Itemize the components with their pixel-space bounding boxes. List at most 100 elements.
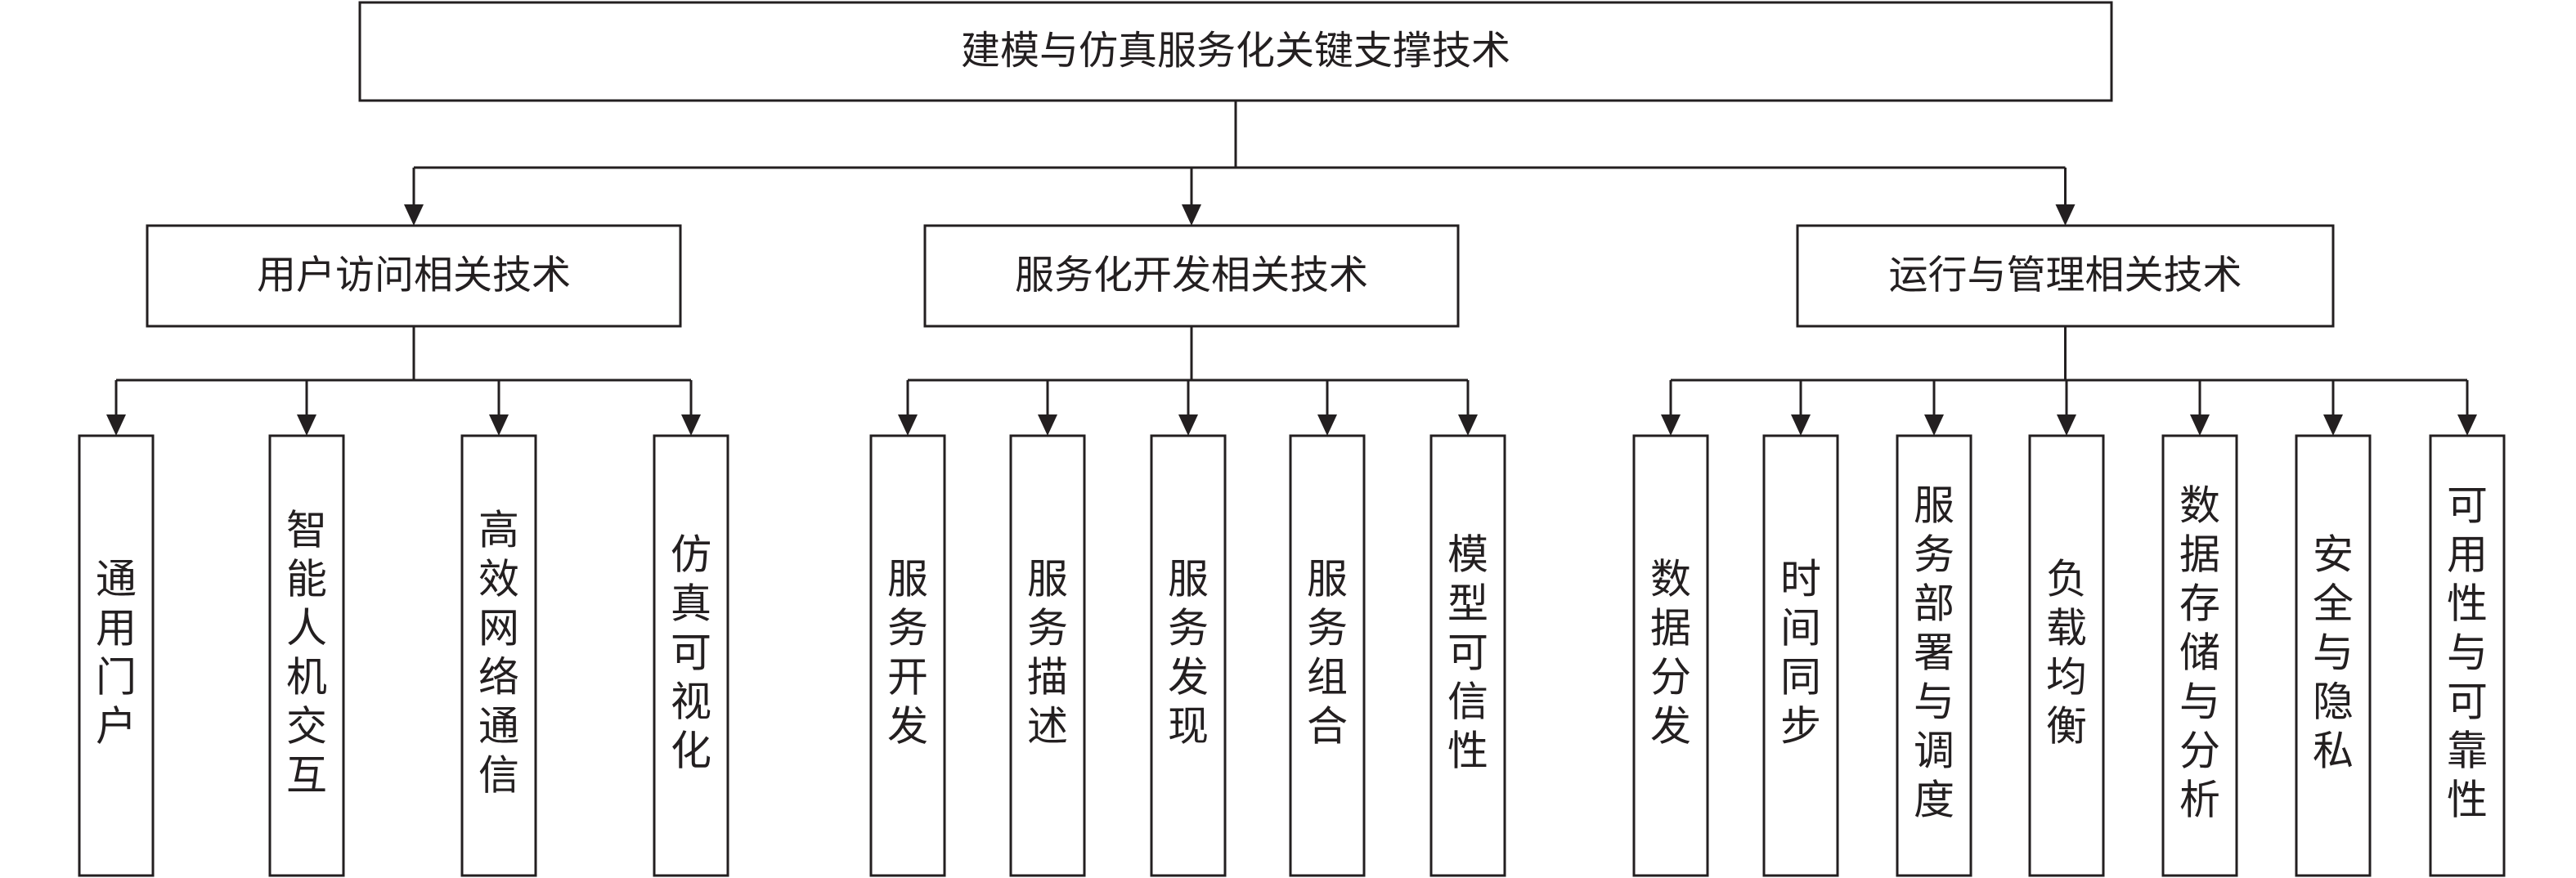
category-label: 运行与管理相关技术: [1888, 253, 2242, 298]
item-arrow-2-1: [1791, 414, 1811, 436]
item-arrow-0-1: [297, 414, 316, 436]
item-label-char: 务: [1307, 605, 1348, 652]
item-label-char: 务: [1168, 605, 1209, 652]
item-arrow-0-2: [489, 414, 509, 436]
item-label-char: 门: [96, 654, 137, 701]
item-label-char: 据: [1650, 605, 1691, 652]
category-node-1: 服务化开发相关技术: [923, 224, 1460, 328]
item-node-2-6: 可用性与可靠性: [2429, 434, 2506, 877]
item-label-char: 信: [478, 752, 519, 800]
item-box: [1632, 434, 1709, 877]
item-label-char: 务: [1027, 605, 1068, 652]
item-box: [869, 434, 946, 877]
item-node-2-4: 数据存储与分析: [2161, 434, 2238, 877]
item-label-char: 务: [1914, 531, 1954, 579]
connectors: [106, 101, 2477, 436]
item-label-char: 同: [1780, 654, 1821, 701]
item-label-char: 分: [1650, 654, 1691, 701]
item-label: 数据分发: [1650, 556, 1691, 750]
item-label-char: 通: [478, 703, 519, 750]
item-label-char: 描: [1027, 654, 1068, 701]
item-label-char: 务: [887, 605, 928, 652]
item-label-char: 度: [1914, 777, 1954, 824]
item-arrow-0-0: [106, 414, 126, 436]
item-label-char: 发: [1650, 703, 1691, 750]
item-label-char: 间: [1780, 605, 1821, 652]
item-label-char: 全: [2313, 580, 2354, 628]
item-label-char: 户: [96, 703, 137, 750]
item-label-char: 性: [1447, 728, 1488, 775]
item-label-char: 效: [478, 556, 519, 603]
item-label-char: 高: [478, 507, 519, 554]
root-node: 建模与仿真服务化关键支撑技术: [358, 1, 2113, 102]
item-label-char: 时: [1780, 556, 1821, 603]
item-label: 智能人机交互: [286, 507, 327, 800]
item-node-1-0: 服务开发: [869, 434, 946, 877]
item-label-char: 通: [96, 556, 137, 603]
category-node-2: 运行与管理相关技术: [1796, 224, 2335, 328]
item-label-char: 发: [1168, 654, 1209, 701]
root-box: [358, 1, 2113, 102]
item-label-char: 与: [1914, 679, 1954, 726]
item-label-char: 部: [1914, 580, 1954, 628]
item-arrow-1-4: [1458, 414, 1478, 436]
item-label-char: 性: [2447, 777, 2488, 824]
item-label-char: 据: [2179, 531, 2220, 579]
item-arrow-1-0: [898, 414, 918, 436]
root-label: 建模与仿真服务化关键支撑技术: [961, 28, 1510, 74]
item-label-char: 智: [286, 507, 327, 554]
item-label-char: 开: [887, 654, 928, 701]
item-label-char: 性: [2447, 580, 2488, 628]
item-label: 可用性与可靠性: [2447, 482, 2488, 824]
item-label-char: 络: [478, 654, 519, 701]
item-label-char: 现: [1168, 703, 1209, 750]
item-label: 通用门户: [96, 556, 137, 750]
item-label-char: 储: [2179, 629, 2220, 677]
category-label: 服务化开发相关技术: [1015, 253, 1368, 298]
item-label-char: 衡: [2046, 703, 2087, 750]
item-node-2-3: 负载均衡: [2028, 434, 2105, 877]
item-label-char: 可: [2447, 679, 2488, 726]
item-label-char: 靠: [2447, 728, 2488, 775]
item-label-char: 服: [1168, 556, 1209, 603]
item-box: [2161, 434, 2238, 877]
item-label-char: 模: [1447, 531, 1488, 579]
item-label-char: 可: [671, 629, 711, 677]
item-arrow-2-2: [1924, 414, 1944, 436]
nodes: 建模与仿真服务化关键支撑技术用户访问相关技术通用门户智能人机交互高效网络通信仿真…: [78, 1, 2506, 877]
item-label-char: 用: [2447, 531, 2488, 579]
category-arrow-1: [1182, 204, 1201, 226]
item-box: [1009, 434, 1086, 877]
item-label-char: 与: [2179, 679, 2220, 726]
item-box: [1896, 434, 1972, 877]
item-arrow-1-2: [1178, 414, 1198, 436]
item-label-char: 分: [2179, 728, 2220, 775]
item-arrow-2-6: [2457, 414, 2477, 436]
item-label-char: 隐: [2313, 679, 2354, 726]
item-node-1-3: 服务组合: [1289, 434, 1366, 877]
item-label-char: 网: [478, 605, 519, 652]
item-label-char: 型: [1447, 580, 1488, 628]
item-label-char: 仿: [671, 531, 711, 579]
item-arrow-2-4: [2190, 414, 2210, 436]
item-label: 服务组合: [1307, 556, 1348, 750]
item-label-char: 可: [1447, 629, 1488, 677]
item-label-char: 可: [2447, 482, 2488, 530]
item-label-char: 析: [2179, 777, 2220, 824]
item-label-char: 调: [1914, 728, 1954, 775]
item-box: [1762, 434, 1839, 877]
item-node-2-1: 时间同步: [1762, 434, 1839, 877]
item-label: 模型可信性: [1447, 531, 1488, 775]
item-label-char: 视: [671, 679, 711, 726]
item-label-char: 化: [671, 728, 711, 775]
item-label-char: 服: [1307, 556, 1348, 603]
item-arrow-1-3: [1317, 414, 1337, 436]
item-node-2-2: 服务部署与调度: [1896, 434, 1972, 877]
item-label-char: 真: [671, 580, 711, 628]
item-node-2-5: 安全与隐私: [2295, 434, 2372, 877]
item-label-char: 安: [2313, 531, 2354, 579]
category-node-0: 用户访问相关技术: [146, 224, 682, 328]
item-label-char: 交: [286, 703, 327, 750]
item-arrow-2-5: [2323, 414, 2343, 436]
